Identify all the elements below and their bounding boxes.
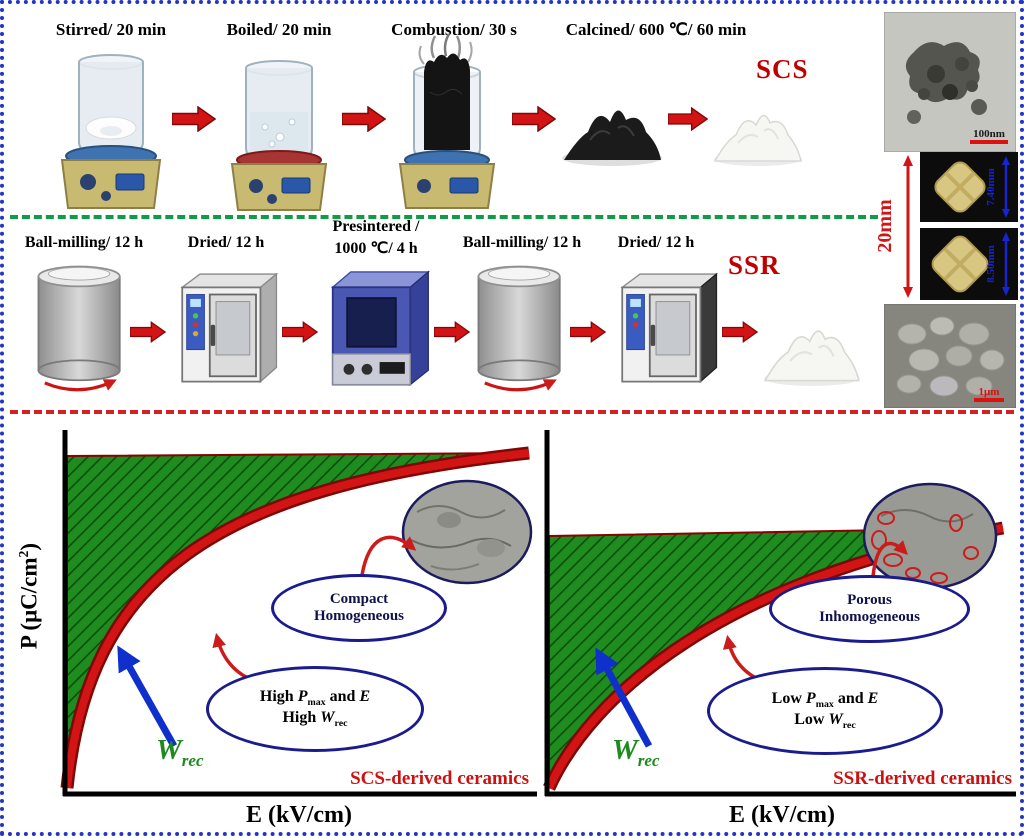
properties-line1: High Pmax and E — [259, 688, 371, 709]
white-powder-icon — [713, 114, 802, 166]
combustion-beaker-icon — [398, 33, 496, 209]
microstructure-callout-ssr: Porous Inhomogeneous — [769, 575, 970, 643]
sem-inset-scs — [401, 479, 533, 585]
tem-scale-label: 100nm — [973, 128, 1005, 140]
y-axis-label: P (μC/cm2) — [16, 542, 42, 650]
wrec-label-ssr: Wrec — [612, 734, 660, 770]
properties-line2: Low Wrec — [794, 711, 856, 732]
flow-arrow — [434, 320, 470, 344]
properties-line1: Low Pmax and E — [771, 690, 879, 711]
drying-oven-icon — [620, 272, 719, 384]
ssr-step4-label: Ball-milling/ 12 h — [462, 234, 582, 251]
arrow-micro-to-sem — [871, 540, 908, 577]
flow-arrow — [130, 320, 166, 344]
scs-step-boiled-label: Boiled/ 20 min — [226, 20, 332, 39]
sem-inset-ssr — [862, 482, 998, 590]
sem-scale-label: 1μm — [979, 386, 1000, 398]
pellet-photos: 7.40mm 8.50mm — [920, 152, 1018, 300]
drying-oven-icon — [180, 272, 279, 384]
microstructure-callout-scs: Compact Homogeneous — [271, 574, 447, 642]
pellet-top-diameter-label: 7.40mm — [985, 168, 997, 206]
pellet-stack-height-arrow — [903, 155, 913, 298]
x-axis-label-scs: E (kV/cm) — [246, 802, 352, 828]
wrec-arrow-scs — [117, 645, 178, 748]
properties-line2: High Wrec — [282, 709, 348, 730]
pellet-stack-height-label: 20mm — [874, 199, 896, 253]
tem-image: 100nm — [884, 12, 1016, 152]
white-powder-icon — [763, 330, 860, 386]
ssr-step3-label-line2: 1000 ℃/ 4 h — [334, 240, 418, 257]
flow-arrow — [722, 320, 758, 344]
flow-arrow — [570, 320, 606, 344]
furnace-icon — [330, 270, 431, 386]
boiling-beaker-icon — [230, 60, 328, 211]
process-results-divider — [10, 410, 1014, 414]
ssr-step3-label-line1: Presintered / — [332, 218, 420, 235]
scs-step-stirred-label: Stirred/ 20 min — [55, 20, 167, 39]
wrec-arrow-ssr — [595, 647, 653, 748]
black-powder-icon — [562, 110, 662, 166]
scs-ssr-divider — [10, 215, 878, 219]
properties-callout-ssr: Low Pmax and E Low Wrec — [707, 667, 943, 755]
wrec-label-scs: Wrec — [156, 734, 204, 770]
flow-arrow — [282, 320, 318, 344]
ssr-step5-label: Dried/ 12 h — [617, 234, 695, 251]
arrow-micro-to-sem — [360, 535, 417, 576]
pe-curve-scs — [63, 449, 530, 789]
scs-route-label: SCS — [756, 54, 809, 84]
x-axis-label-ssr: E (kV/cm) — [729, 802, 835, 828]
scs-step-combustion-label: Combustion/ 30 s — [391, 20, 517, 39]
sem-image: 1μm — [884, 304, 1016, 408]
pellet-bottom-diameter-label: 8.50mm — [985, 245, 997, 283]
milling-jar-icon — [477, 265, 561, 392]
chart-caption-scs: SCS-derived ceramics — [350, 768, 529, 789]
pe-chart-scs — [60, 430, 537, 797]
ssr-route-label: SSR — [728, 250, 781, 280]
flow-arrow — [342, 106, 386, 132]
ssr-step2-label: Dried/ 12 h — [187, 234, 265, 251]
chart-caption-ssr: SSR-derived ceramics — [833, 768, 1012, 789]
flow-arrow — [668, 106, 708, 132]
tem-scale-bar — [970, 140, 1008, 144]
magnetic-stirrer-icon — [60, 54, 162, 209]
scs-step-calcined-label: Calcined/ 600 ℃/ 60 min — [565, 20, 747, 39]
ssr-step1-label: Ball-milling/ 12 h — [24, 234, 144, 251]
pe-chart-ssr — [543, 430, 1016, 797]
flow-arrow — [512, 106, 556, 132]
flow-arrow — [172, 106, 216, 132]
properties-callout-scs: High Pmax and E High Wrec — [206, 666, 424, 752]
sem-scale-bar — [974, 398, 1004, 402]
milling-jar-icon — [37, 265, 121, 392]
